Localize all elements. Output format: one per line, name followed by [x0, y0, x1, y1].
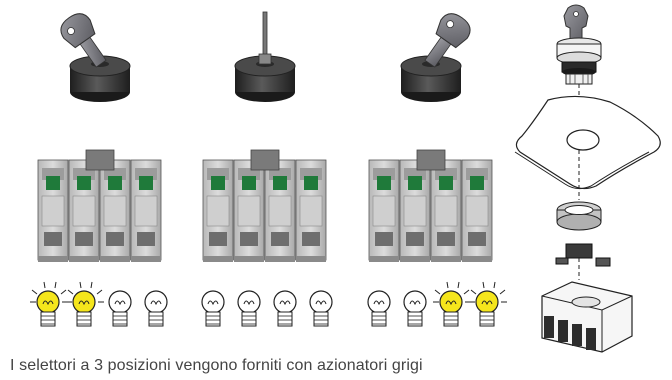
light-bulb-icon	[144, 290, 168, 327]
key-selector-icon	[400, 13, 471, 102]
assembly-latch-icon	[555, 243, 611, 280]
lamp-row	[367, 281, 507, 327]
light-bulb-icon	[66, 281, 104, 327]
exploded-assembly-icon	[514, 4, 661, 353]
light-bulb-icon	[309, 290, 333, 327]
key-icon	[60, 13, 107, 68]
contact-blocks	[37, 149, 493, 262]
light-bulb-icon	[469, 281, 507, 327]
contact-block-icon	[202, 149, 327, 262]
light-bulb-icon	[237, 290, 261, 327]
light-bulb-icon	[273, 290, 297, 327]
light-bulb-icon	[367, 290, 391, 327]
light-bulb-icon	[433, 281, 471, 327]
key-icon	[424, 13, 471, 68]
light-bulb-icon	[108, 290, 132, 327]
assembly-key-icon	[563, 4, 589, 41]
caption-text: I selettori a 3 posizioni vengono fornit…	[10, 357, 423, 374]
selector-heads	[60, 11, 471, 102]
light-bulb-icon	[201, 290, 225, 327]
key-selector-icon	[60, 13, 131, 102]
assembly-gasket-icon	[514, 95, 661, 200]
assembly-base-icon	[541, 281, 633, 353]
contact-block-icon	[37, 149, 162, 262]
contact-block-icon	[368, 149, 493, 262]
lamp-row	[201, 290, 333, 327]
light-bulb-icon	[403, 290, 427, 327]
key-icon	[258, 11, 272, 65]
light-bulb-icon	[30, 281, 68, 327]
lamp-row	[30, 281, 168, 327]
lamp-rows	[30, 281, 507, 327]
key-selector-icon	[234, 11, 296, 102]
assembly-head-icon	[556, 37, 602, 98]
assembly-ring-nut-icon	[556, 201, 602, 231]
